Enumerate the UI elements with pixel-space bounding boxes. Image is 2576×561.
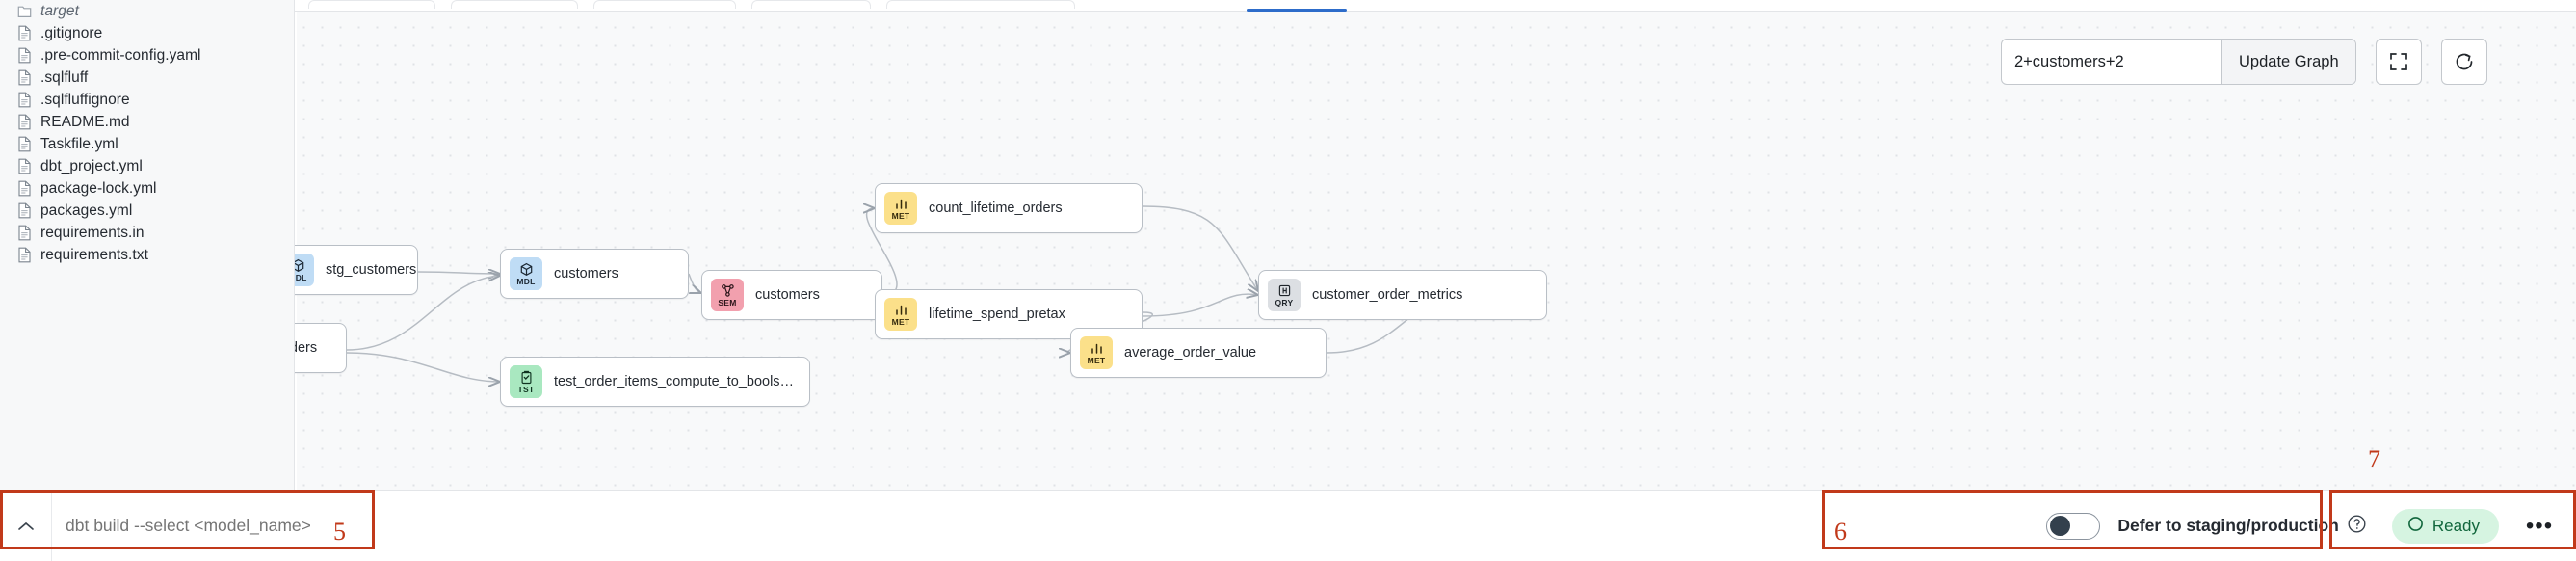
graph-node[interactable]: SEM customers — [701, 270, 882, 320]
graph-selector-group: Update Graph — [2001, 39, 2356, 85]
graph-node[interactable]: TST test_order_items_compute_to_bools… — [500, 357, 810, 407]
active-tab-underline — [1247, 9, 1347, 12]
node-label: customers — [755, 287, 820, 303]
tab-ghost-2[interactable] — [451, 0, 578, 9]
graph-node[interactable]: MET average_order_value — [1070, 328, 1327, 378]
node-label: customer_order_metrics — [1312, 287, 1463, 303]
node-kind-label: MET — [1087, 355, 1106, 365]
status-badge: Ready — [2391, 508, 2499, 544]
node-label: stg_customers — [326, 262, 417, 278]
file-name: dbt_project.yml — [40, 157, 143, 174]
file-list-item[interactable]: README.md — [0, 111, 294, 133]
defer-label: Defer to staging/production — [2117, 516, 2339, 535]
file-name: packages.yml — [40, 201, 133, 219]
node-kind-badge-met: MET — [884, 192, 917, 225]
file-name: requirements.txt — [40, 246, 148, 263]
file-list-item[interactable]: Taskfile.yml — [0, 133, 294, 155]
node-label: count_lifetime_orders — [929, 200, 1063, 216]
more-options-button[interactable]: ••• — [2518, 507, 2561, 546]
graph-node[interactable]: QRY customer_order_metrics — [1258, 270, 1547, 320]
file-name: package-lock.yml — [40, 179, 157, 197]
file-list: target .gitignore .pre-commit-config.yam… — [0, 0, 294, 266]
node-label: average_order_value — [1124, 345, 1257, 361]
file-name: .pre-commit-config.yaml — [40, 46, 201, 64]
node-kind-badge-sem: SEM — [711, 279, 744, 311]
fullscreen-icon[interactable] — [2375, 39, 2422, 85]
file-list-item[interactable]: package-lock.yml — [0, 177, 294, 200]
file-list-item[interactable]: .sqlfluffignore — [0, 89, 294, 111]
more-options-label: ••• — [2525, 512, 2554, 539]
file-list-item[interactable]: dbt_project.yml — [0, 155, 294, 177]
chevron-up-icon[interactable] — [0, 490, 52, 561]
file-name: .sqlfluff — [40, 68, 89, 86]
node-kind-badge-met: MET — [884, 298, 917, 331]
node-kind-badge-tst: TST — [510, 365, 542, 398]
file-list-item[interactable]: .sqlfluff — [0, 67, 294, 89]
graph-node[interactable]: MDL customers — [500, 249, 689, 299]
node-kind-label: MDL — [516, 276, 536, 286]
node-kind-label: TST — [517, 384, 535, 394]
tab-ghost-5[interactable] — [886, 0, 1075, 9]
file-list-item[interactable]: target — [0, 0, 294, 22]
dbt-command-input[interactable] — [52, 516, 572, 536]
update-graph-button[interactable]: Update Graph — [2221, 40, 2355, 84]
file-list-item[interactable]: requirements.in — [0, 222, 294, 244]
graph-toolbar: Update Graph — [2001, 39, 2487, 85]
status-label: Ready — [2431, 516, 2480, 535]
file-list-item[interactable]: packages.yml — [0, 200, 294, 222]
help-circle-icon[interactable] — [2347, 514, 2367, 539]
file-list-item[interactable]: .pre-commit-config.yaml — [0, 44, 294, 67]
node-label: orders — [295, 340, 318, 356]
tab-ghost-3[interactable] — [593, 0, 736, 9]
node-label: test_order_items_compute_to_bools… — [554, 374, 795, 389]
node-kind-badge-mdl: MDL — [510, 257, 542, 290]
annotation-number-5: 5 — [333, 518, 346, 546]
annotation-number-7: 7 — [2368, 445, 2380, 473]
command-bar-right-controls: Defer to staging/production Ready ••• — [2046, 491, 2576, 561]
file-list-item[interactable]: requirements.txt — [0, 244, 294, 266]
circle-icon — [2407, 516, 2424, 537]
file-name: requirements.in — [40, 224, 145, 241]
graph-node[interactable]: MDL orders — [295, 323, 347, 373]
file-name: .sqlfluffignore — [40, 91, 130, 108]
node-kind-label: MET — [891, 210, 910, 221]
graph-node[interactable]: MET count_lifetime_orders — [875, 183, 1143, 233]
defer-toggle[interactable] — [2046, 512, 2101, 540]
node-kind-label: MDL — [295, 272, 307, 282]
node-label: lifetime_spend_pretax — [929, 307, 1065, 322]
file-name: target — [40, 2, 79, 19]
node-kind-label: MET — [891, 316, 910, 327]
node-kind-badge-mdl: MDL — [295, 254, 314, 286]
graph-node[interactable]: MDL stg_customers — [295, 245, 418, 295]
file-list-item[interactable]: .gitignore — [0, 22, 294, 44]
tab-ghost-4[interactable] — [751, 0, 871, 9]
file-name: .gitignore — [40, 24, 103, 41]
node-kind-label: SEM — [718, 297, 737, 307]
defer-toggle-knob — [2050, 516, 2071, 536]
file-explorer-panel: target .gitignore .pre-commit-config.yam… — [0, 0, 295, 490]
graph-selector-input[interactable] — [2002, 40, 2221, 84]
command-bar: Defer to staging/production Ready ••• — [0, 490, 2576, 561]
file-name: README.md — [40, 113, 130, 130]
node-kind-badge-qry: QRY — [1268, 279, 1301, 311]
annotation-number-6: 6 — [1834, 518, 1847, 546]
node-label: customers — [554, 266, 618, 281]
node-kind-label: QRY — [1275, 297, 1294, 307]
tab-ghost-1[interactable] — [308, 0, 435, 9]
refresh-icon[interactable] — [2440, 39, 2487, 85]
file-name: Taskfile.yml — [40, 135, 118, 152]
lineage-graph-canvas[interactable]: MDL stg_customers MDL orders MDL custome… — [295, 0, 2576, 490]
node-kind-badge-met: MET — [1080, 336, 1113, 369]
